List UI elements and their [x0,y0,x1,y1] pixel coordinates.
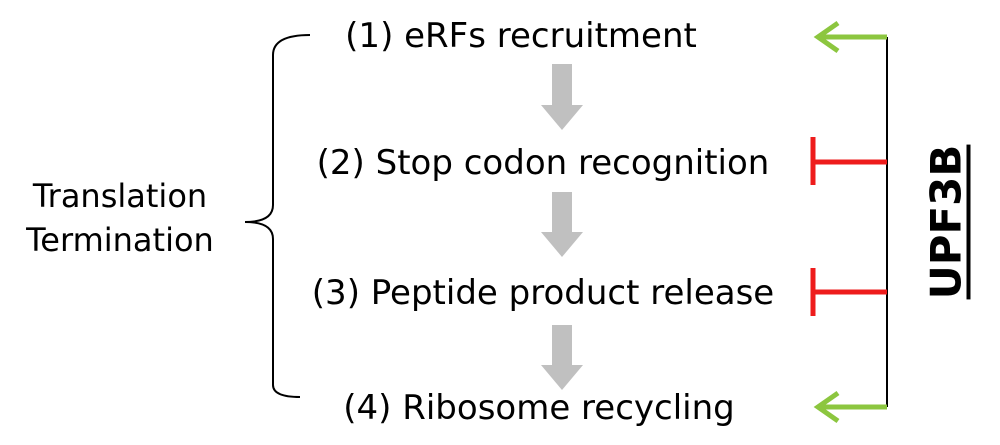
inhibit-bar-step-3 [810,268,887,316]
promote-arrow-step-4 [813,390,887,424]
flow-arrow-3-4 [541,325,583,390]
flow-arrow-2-3 [541,192,583,257]
group-label-line1: Translation [32,177,208,215]
group-label-line2: Termination [26,221,214,259]
step-4-label: (4) Ribosome recycling [343,388,735,428]
step-1-label: (1) eRFs recruitment [345,16,697,56]
grouping-brace [244,34,311,398]
inhibit-bar-step-2 [810,137,887,185]
flow-arrow-1-2 [541,64,583,130]
promote-arrow-step-1 [813,20,887,54]
regulator-label: UPF3B [921,144,971,300]
group-label: Translation Termination [0,174,240,262]
step-3-label: (3) Peptide product release [311,273,775,313]
step-2-label: (2) Stop codon recognition [316,143,770,183]
